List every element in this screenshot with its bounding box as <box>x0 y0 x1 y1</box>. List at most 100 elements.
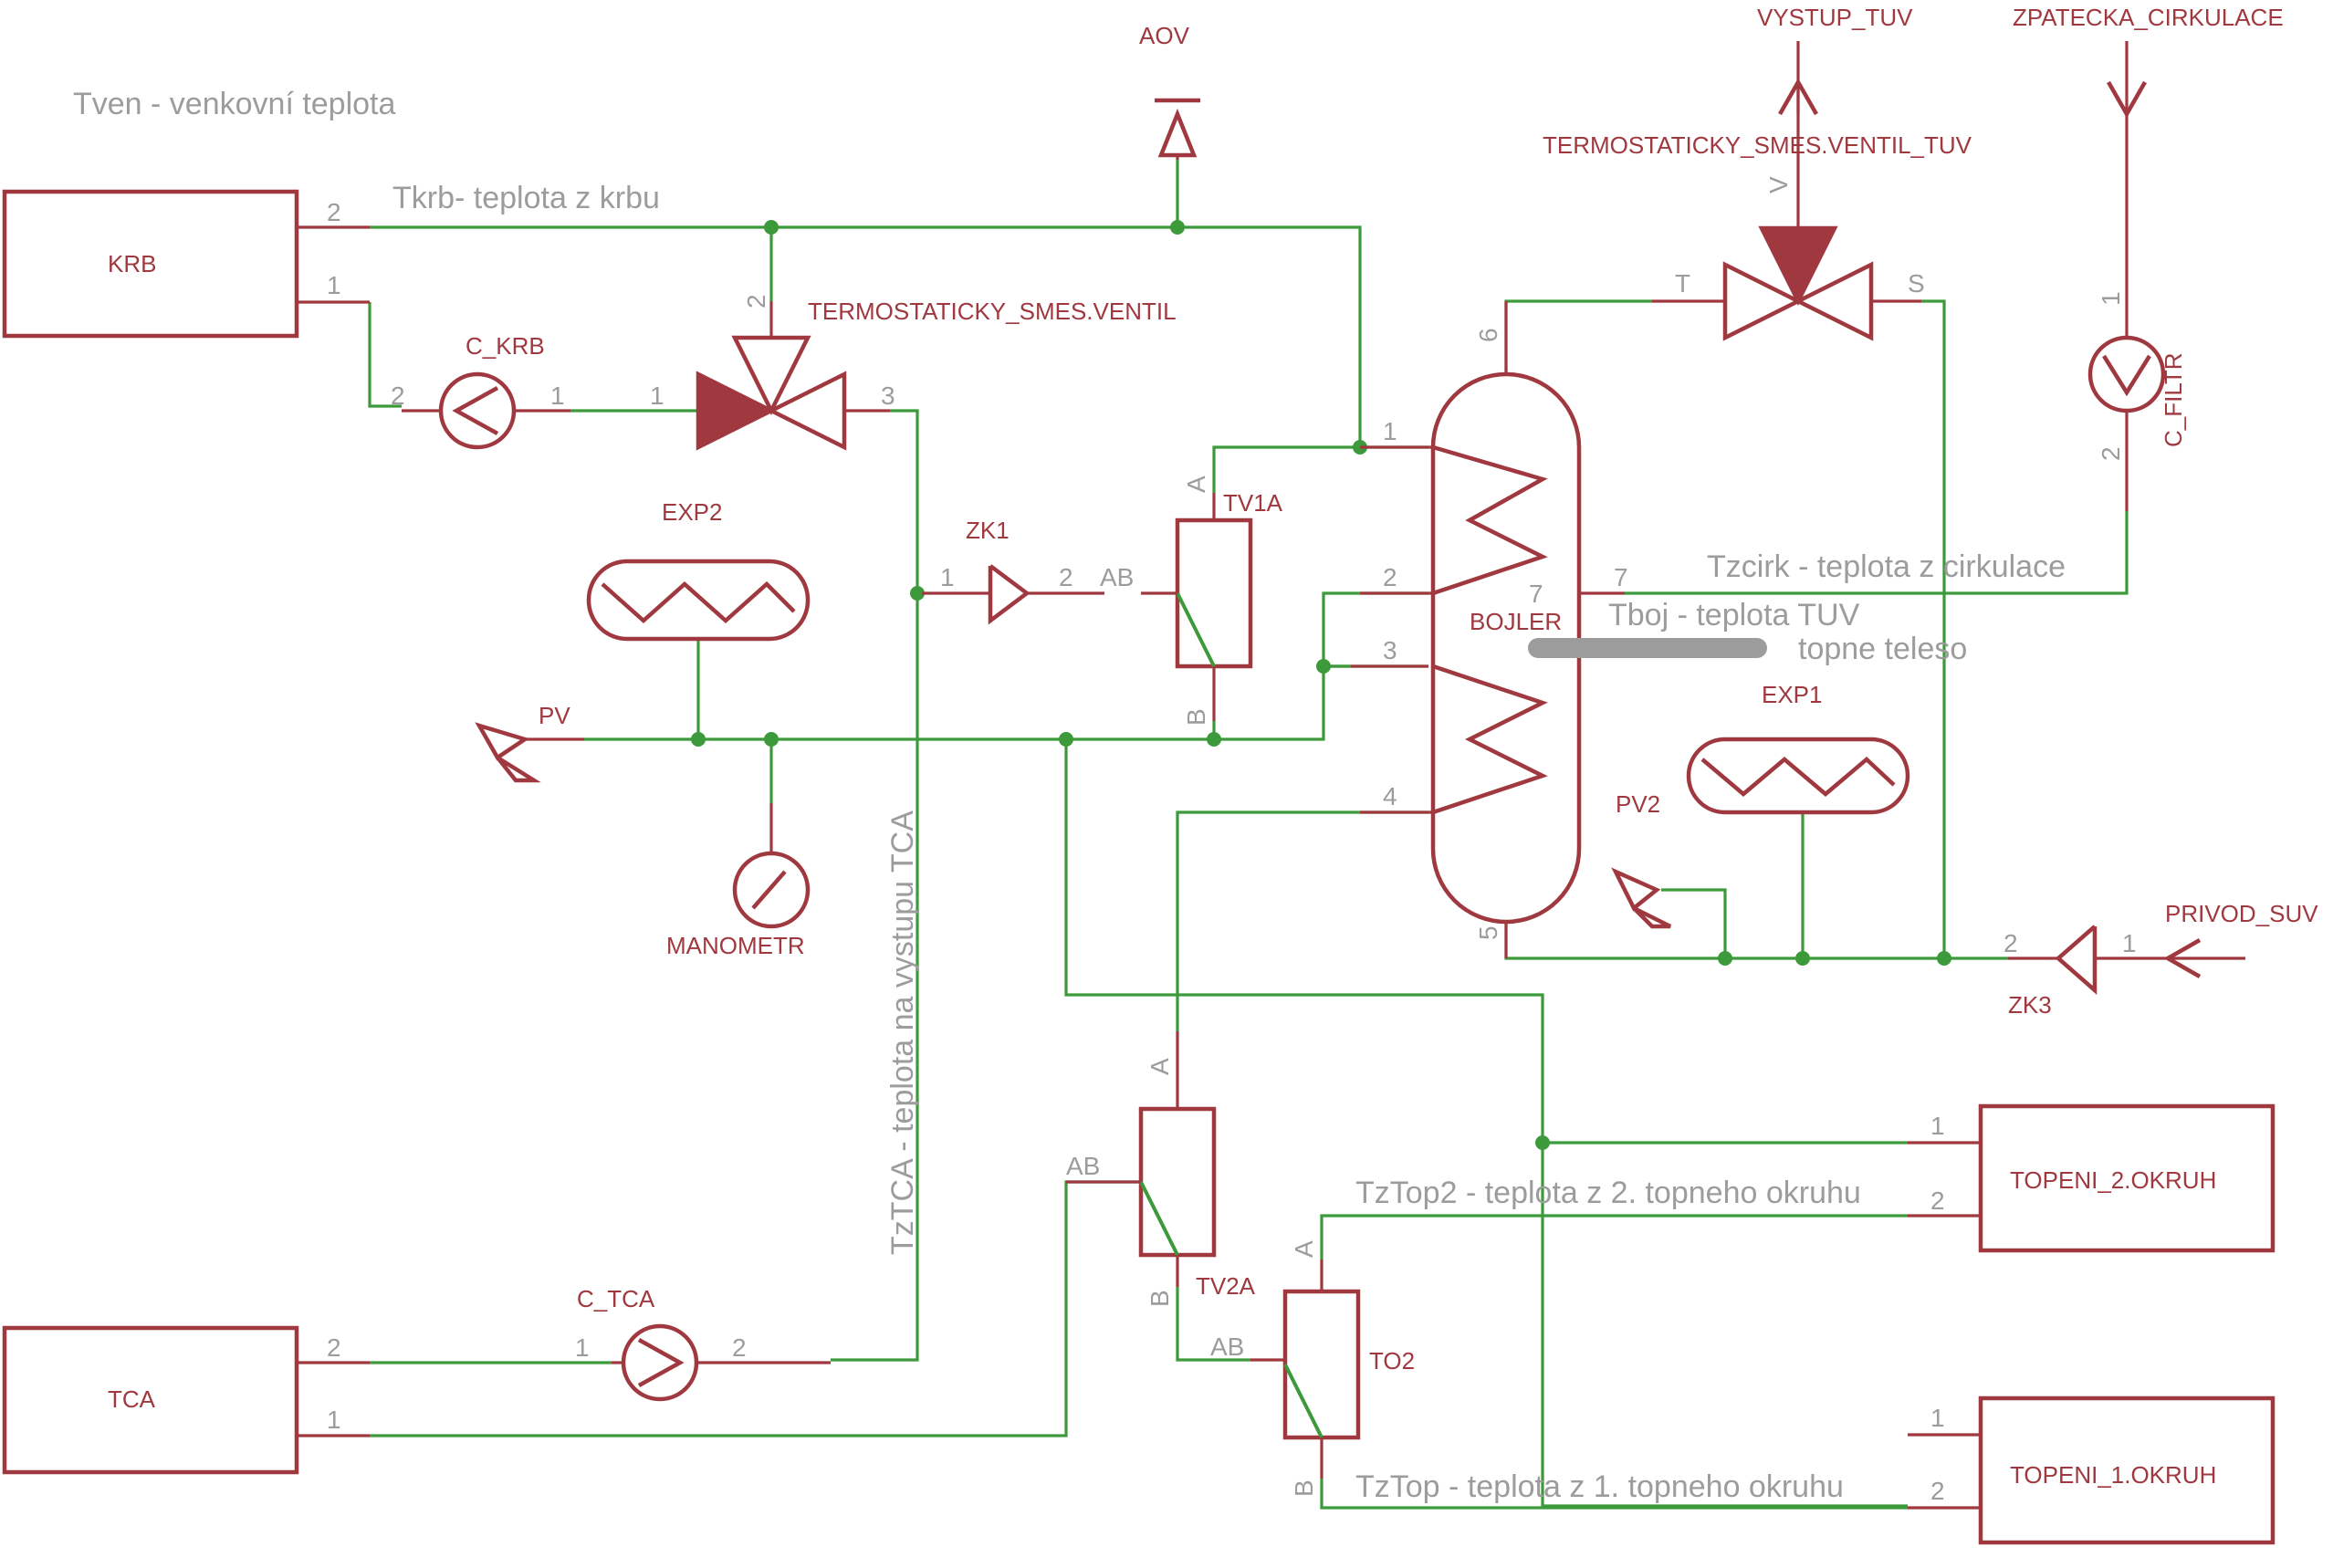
pv-label: PV <box>539 702 570 729</box>
junction-dot <box>1937 951 1951 966</box>
svg-text:5: 5 <box>1474 925 1502 940</box>
note-tboj: Tboj - teplota TUV <box>1608 598 1860 632</box>
wire-tuv-s <box>1921 299 1946 958</box>
wire-bojler-pin2 <box>1322 591 1428 666</box>
wire-bojler-pin6 <box>1504 299 1652 374</box>
svg-text:1: 1 <box>1930 1404 1945 1432</box>
junction-dot <box>910 586 925 601</box>
junctions <box>691 220 1951 1150</box>
svg-text:1: 1 <box>1383 417 1397 445</box>
tv1a-label: TV1A <box>1223 489 1283 517</box>
c-krb-label: C_KRB <box>466 332 545 360</box>
aov-label: AOV <box>1139 22 1190 49</box>
pump-c-tca[interactable]: C_TCA 1 2 <box>575 1285 831 1402</box>
topeni-2-block[interactable]: TOPENI_2.OKRUH 1 2 <box>1908 1103 2275 1253</box>
svg-text:7: 7 <box>1614 563 1628 591</box>
wire-return-main <box>1064 739 1908 1508</box>
svg-text:1: 1 <box>940 563 955 591</box>
safety-valve-pv[interactable]: PV <box>475 702 584 783</box>
junction-dot <box>764 732 779 747</box>
svg-text:6: 6 <box>1474 328 1502 342</box>
valve-tv2a[interactable]: TV2A AB A B <box>1066 1031 1256 1307</box>
thermostatic-mixing-valve-tuv[interactable]: TERMOSTATICKY_SMES.VENTIL_TUV T S V <box>1543 82 1972 341</box>
valve-to2[interactable]: TO2 AB A B <box>1210 1240 1415 1497</box>
wire-krb-return <box>368 302 402 408</box>
krb-block[interactable]: KRB 2 1 <box>2 189 370 339</box>
junction-dot <box>1535 1135 1550 1150</box>
note-tztop: TzTop - teplota z 1. topneho okruhu <box>1355 1469 1844 1504</box>
svg-text:2: 2 <box>1059 563 1073 591</box>
junction-dot <box>1059 732 1073 747</box>
note-topne: topne teleso <box>1798 632 1967 666</box>
wire-tv1a-a <box>1212 445 1360 493</box>
expansion-tank-exp2[interactable]: EXP2 <box>586 498 811 642</box>
svg-text:2: 2 <box>742 294 770 308</box>
svg-text:1: 1 <box>327 271 341 299</box>
junction-dot <box>1170 220 1185 235</box>
tca-block[interactable]: TCA 2 1 <box>2 1325 370 1475</box>
vystup-tuv-label: VYSTUP_TUV <box>1757 4 1913 31</box>
svg-text:3: 3 <box>1383 636 1397 664</box>
aov-vent[interactable]: AOV <box>1139 22 1200 160</box>
zpatecka-label: ZPATECKA_CIRKULACE <box>2013 4 2284 31</box>
tv2a-label: TV2A <box>1196 1272 1256 1300</box>
svg-text:AB: AB <box>1066 1152 1100 1180</box>
termo-ventil-tuv-label: TERMOSTATICKY_SMES.VENTIL_TUV <box>1543 131 1972 159</box>
wire-bojler-pin4 <box>1176 810 1428 1031</box>
expansion-tank-exp1[interactable]: EXP1 <box>1686 681 1910 815</box>
note-tven: Tven - venkovní teplota <box>73 87 396 121</box>
svg-text:S: S <box>1908 269 1925 298</box>
svg-text:1: 1 <box>550 382 565 410</box>
svg-text:1: 1 <box>327 1406 341 1434</box>
svg-text:A: A <box>1146 1058 1174 1075</box>
topeni2-label: TOPENI_2.OKRUH <box>2010 1166 2216 1194</box>
junction-dot <box>1207 732 1221 747</box>
c-tca-label: C_TCA <box>577 1285 655 1312</box>
svg-text:2: 2 <box>1930 1186 1945 1215</box>
svg-text:B: B <box>1146 1290 1174 1307</box>
svg-text:2: 2 <box>327 1333 341 1362</box>
pump-c-filtr[interactable]: C_FILTR 1 2 <box>2087 119 2187 511</box>
svg-text:A: A <box>1290 1240 1318 1258</box>
svg-text:AB: AB <box>1100 563 1134 591</box>
svg-text:2: 2 <box>2097 446 2125 461</box>
svg-text:2: 2 <box>2003 929 2018 957</box>
svg-text:1: 1 <box>575 1333 590 1362</box>
svg-text:T: T <box>1675 269 1690 298</box>
valve-tv1a[interactable]: TV1A A B <box>1141 476 1283 726</box>
pv2-label: PV2 <box>1616 790 1660 818</box>
pump-c-krb[interactable]: C_KRB 2 1 <box>391 332 570 450</box>
wire-to2-b <box>1320 1479 1908 1510</box>
check-valve-zk3[interactable]: ZK3 PRIVOD_SUV 2 1 <box>2003 900 2318 1019</box>
circulation-return-arrow[interactable]: ZPATECKA_CIRKULACE <box>2013 4 2284 119</box>
thermostatic-mixing-valve[interactable]: TERMOSTATICKY_SMES.VENTIL 1 3 2 <box>650 294 1177 451</box>
zk3-label: ZK3 <box>2008 991 2052 1019</box>
topeni-1-block[interactable]: TOPENI_1.OKRUH 1 2 <box>1908 1396 2275 1545</box>
svg-text:B: B <box>1290 1479 1318 1497</box>
wire-tv2a-ab <box>370 1180 1141 1437</box>
note-tkrb: Tkrb- teplota z krbu <box>392 181 660 215</box>
svg-text:2: 2 <box>327 198 341 226</box>
termo-ventil-label: TERMOSTATICKY_SMES.VENTIL <box>808 298 1177 325</box>
svg-text:V: V <box>1764 176 1793 193</box>
tca-label: TCA <box>108 1385 156 1413</box>
svg-text:1: 1 <box>650 382 664 410</box>
boiler-bojler[interactable]: BOJLER 1 2 3 4 5 6 7 7 <box>1351 301 1628 958</box>
to2-label: TO2 <box>1369 1347 1415 1375</box>
svg-text:AB: AB <box>1210 1333 1244 1361</box>
wire-to2-a <box>1320 1214 1908 1260</box>
c-filtr-label: C_FILTR <box>2160 352 2187 447</box>
check-valve-zk1[interactable]: ZK1 1 2 AB <box>922 517 1134 625</box>
note-tztca: TzTCA - teplota na vystupu TCA <box>885 810 920 1255</box>
svg-text:4: 4 <box>1383 782 1397 810</box>
svg-text:1: 1 <box>2097 291 2125 306</box>
svg-text:2: 2 <box>732 1333 747 1362</box>
output-tuv-arrow[interactable]: VYSTUP_TUV <box>1757 4 1913 116</box>
zk1-label: ZK1 <box>966 517 1010 544</box>
svg-text:1: 1 <box>2122 929 2137 957</box>
safety-valve-pv2[interactable]: PV2 <box>1611 790 1672 929</box>
manometer[interactable]: MANOMETR <box>666 803 811 959</box>
note-tzcirk: Tzcirk - teplota z cirkulace <box>1707 549 2066 584</box>
svg-text:2: 2 <box>1383 563 1397 591</box>
wire-pv2 <box>1661 888 1727 958</box>
